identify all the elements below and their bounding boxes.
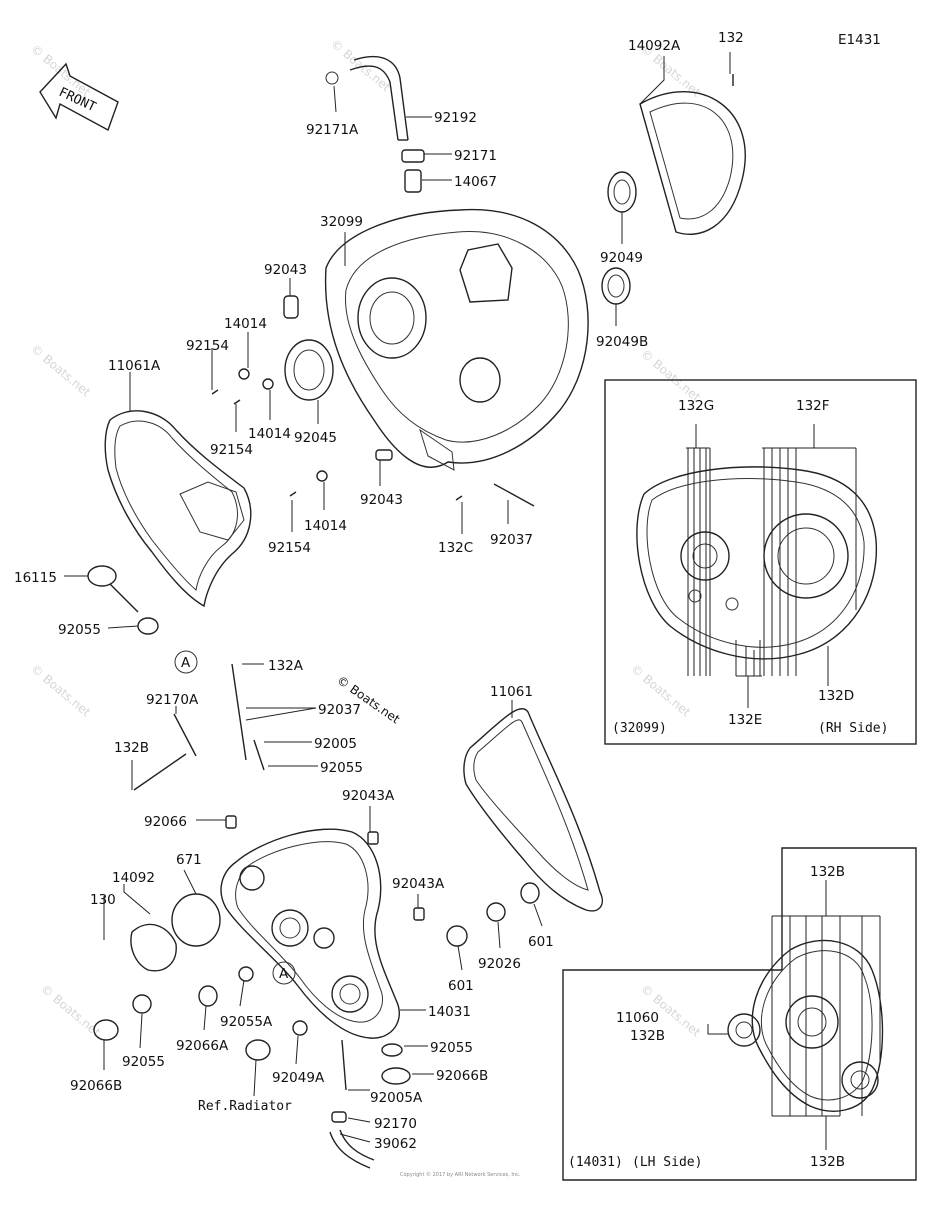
part-label: 14092 xyxy=(112,870,155,886)
part-label: 92043 xyxy=(264,262,307,278)
part-label: 92154 xyxy=(210,442,253,458)
part-label: 92005 xyxy=(314,736,357,752)
part-label: 92066B xyxy=(70,1078,122,1094)
part-label: 132E xyxy=(728,712,762,728)
part-label: 92049 xyxy=(600,250,643,266)
part-label: 132B xyxy=(810,864,845,880)
gasket-11061A xyxy=(104,410,252,608)
part-label: 11061A xyxy=(108,358,161,374)
part-label: 92026 xyxy=(478,956,521,972)
part-label: 132 xyxy=(718,30,744,46)
part-label: 671 xyxy=(176,852,202,868)
lh-cover-14031 xyxy=(220,828,400,1039)
inset-lh-side: 132B 11060 132B 132B (14031) (LH Side) xyxy=(562,847,917,1181)
part-label: 14014 xyxy=(304,518,347,534)
part-label: 92170A xyxy=(146,692,199,708)
part-label: 92171A xyxy=(306,122,359,138)
inset-ref-label: (32099) xyxy=(612,721,667,736)
inset-side-label: (RH Side) xyxy=(818,721,888,736)
inset-ref-label: (14031) xyxy=(568,1155,623,1170)
part-label: 132C xyxy=(438,540,473,556)
part-label: 92005A xyxy=(370,1090,423,1106)
inset-side-label: (LH Side) xyxy=(632,1155,702,1170)
callout-marker: A xyxy=(181,655,191,671)
watermark: © Boats.net xyxy=(334,673,402,727)
breather-hose xyxy=(325,55,425,193)
part-label: 92037 xyxy=(490,532,533,548)
part-label: 92055 xyxy=(122,1054,165,1070)
part-label: 92055A xyxy=(220,1014,273,1030)
part-label: 92066 xyxy=(144,814,187,830)
seals-lower xyxy=(93,882,540,1169)
sprocket-cover-14092A xyxy=(639,74,746,235)
part-label: 14014 xyxy=(224,316,267,332)
part-label: 92037 xyxy=(318,702,361,718)
part-label: 92043A xyxy=(392,876,445,892)
callout-marker-upper: A xyxy=(174,650,198,674)
part-label: 92154 xyxy=(268,540,311,556)
part-label: 39062 xyxy=(374,1136,417,1152)
part-label: 601 xyxy=(528,934,554,950)
pins-lower xyxy=(133,663,425,921)
part-label: 92055 xyxy=(320,760,363,776)
part-label: 132B xyxy=(114,740,149,756)
watermark: © Boats.net xyxy=(28,342,93,400)
part-label: 14092A xyxy=(628,38,681,54)
part-label: 132B xyxy=(630,1028,665,1044)
part-label: 92049B xyxy=(596,334,648,350)
part-label: 130 xyxy=(90,892,116,908)
small-bolts-upper xyxy=(211,295,535,507)
watermark: © Boats.net xyxy=(28,662,93,720)
part-label: 132G xyxy=(678,398,714,414)
part-label: 14014 xyxy=(248,426,291,442)
part-label: 92066A xyxy=(176,1038,229,1054)
part-label: 16115 xyxy=(14,570,57,586)
part-label: 92066B xyxy=(436,1068,488,1084)
footer-copyright: Copyright © 2017 by ARI Network Services… xyxy=(400,1171,521,1178)
front-arrow-icon: FRONT xyxy=(39,62,119,132)
part-label: 92171 xyxy=(454,148,497,164)
callout-marker: A xyxy=(279,966,289,982)
part-label: 601 xyxy=(448,978,474,994)
ref-radiator-label: Ref.Radiator xyxy=(198,1099,292,1114)
watermark: © Boats.net xyxy=(328,37,393,95)
watermark: © Boats.net xyxy=(638,347,703,405)
part-labels: 132 14092A 92171A 92192 92171 14067 3209… xyxy=(14,30,744,1152)
part-label: 132F xyxy=(796,398,830,414)
part-label: 14067 xyxy=(454,174,497,190)
part-label: 11061 xyxy=(490,684,533,700)
inset-rh-frame xyxy=(604,379,917,745)
part-label: 92043A xyxy=(342,788,395,804)
part-label: 92043 xyxy=(360,492,403,508)
part-label: 92055 xyxy=(430,1040,473,1056)
part-label: 92154 xyxy=(186,338,229,354)
watermark: © Boats.net xyxy=(628,662,693,720)
part-label: 92055 xyxy=(58,622,101,638)
clutch-cover-32099 xyxy=(324,208,589,471)
diagram-code: E1431 xyxy=(838,32,881,48)
part-label: 132A xyxy=(268,658,304,674)
part-label: 92170 xyxy=(374,1116,417,1132)
oil-seals-upper xyxy=(284,171,637,401)
part-label: 32099 xyxy=(320,214,363,230)
leader-lines xyxy=(64,52,731,1143)
part-label: 11060 xyxy=(616,1010,659,1026)
gasket-11061 xyxy=(463,707,604,912)
part-label: 132D xyxy=(818,688,854,704)
part-label: 92045 xyxy=(294,430,337,446)
watermarks: © Boats.net © Boats.net © Boats.net © Bo… xyxy=(28,37,703,1040)
part-label: 132B xyxy=(810,1154,845,1170)
part-label: 92192 xyxy=(434,110,477,126)
part-label: 14031 xyxy=(428,1004,471,1020)
part-label: 92049A xyxy=(272,1070,325,1086)
inset-rh-side: 132G 132F 132D 132E (32099) (RH Side) xyxy=(604,379,917,745)
callout-marker-lower: A xyxy=(272,961,296,985)
